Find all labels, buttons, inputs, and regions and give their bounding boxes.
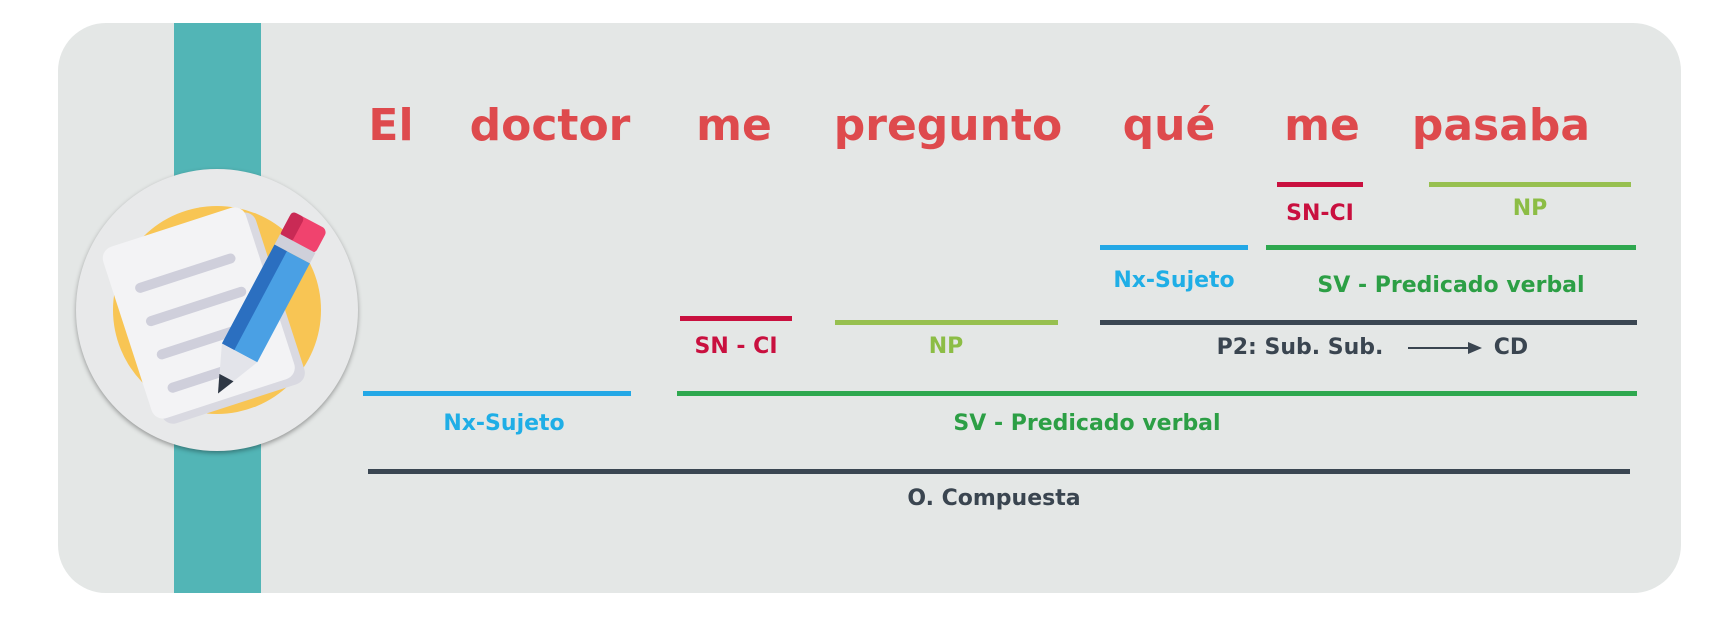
word-pasaba: pasaba <box>1411 100 1591 151</box>
word-pregunto: pregunto <box>833 100 1063 151</box>
sv-predicado-sub-label: SV - Predicado verbal <box>1317 273 1585 298</box>
np-main-line <box>835 320 1058 325</box>
sn-ci-main-label: SN - CI <box>694 334 778 359</box>
note-pencil-icon <box>76 169 358 451</box>
np-upper-line <box>1429 182 1631 187</box>
word-me-2: me <box>1284 100 1360 151</box>
word-me-1: me <box>696 100 772 151</box>
p2-sub-label: P2: Sub. Sub. <box>1216 335 1384 360</box>
nx-sujeto-main-line <box>363 391 631 396</box>
word-doctor: doctor <box>469 100 631 151</box>
o-compuesta-label: O. Compuesta <box>907 486 1081 511</box>
sn-ci-upper-label: SN-CI <box>1286 201 1354 226</box>
np-main-label: NP <box>928 334 964 359</box>
arrow-right-icon <box>1408 342 1482 354</box>
np-upper-label: NP <box>1512 196 1548 221</box>
word-el: El <box>368 100 414 151</box>
cd-label: CD <box>1493 335 1529 360</box>
sv-predicado-main-line <box>677 391 1637 396</box>
nx-sujeto-main-label: Nx-Sujeto <box>443 411 565 436</box>
nx-sujeto-sub-label: Nx-Sujeto <box>1113 268 1235 293</box>
o-compuesta-line <box>368 469 1630 474</box>
sn-ci-upper-line <box>1277 182 1363 187</box>
nx-sujeto-sub-line <box>1100 245 1248 250</box>
p2-sub-line <box>1100 320 1637 325</box>
sv-predicado-sub-line <box>1266 245 1636 250</box>
sv-predicado-main-label: SV - Predicado verbal <box>953 411 1221 436</box>
word-que: qué <box>1122 100 1216 151</box>
sn-ci-main-line <box>680 316 792 321</box>
